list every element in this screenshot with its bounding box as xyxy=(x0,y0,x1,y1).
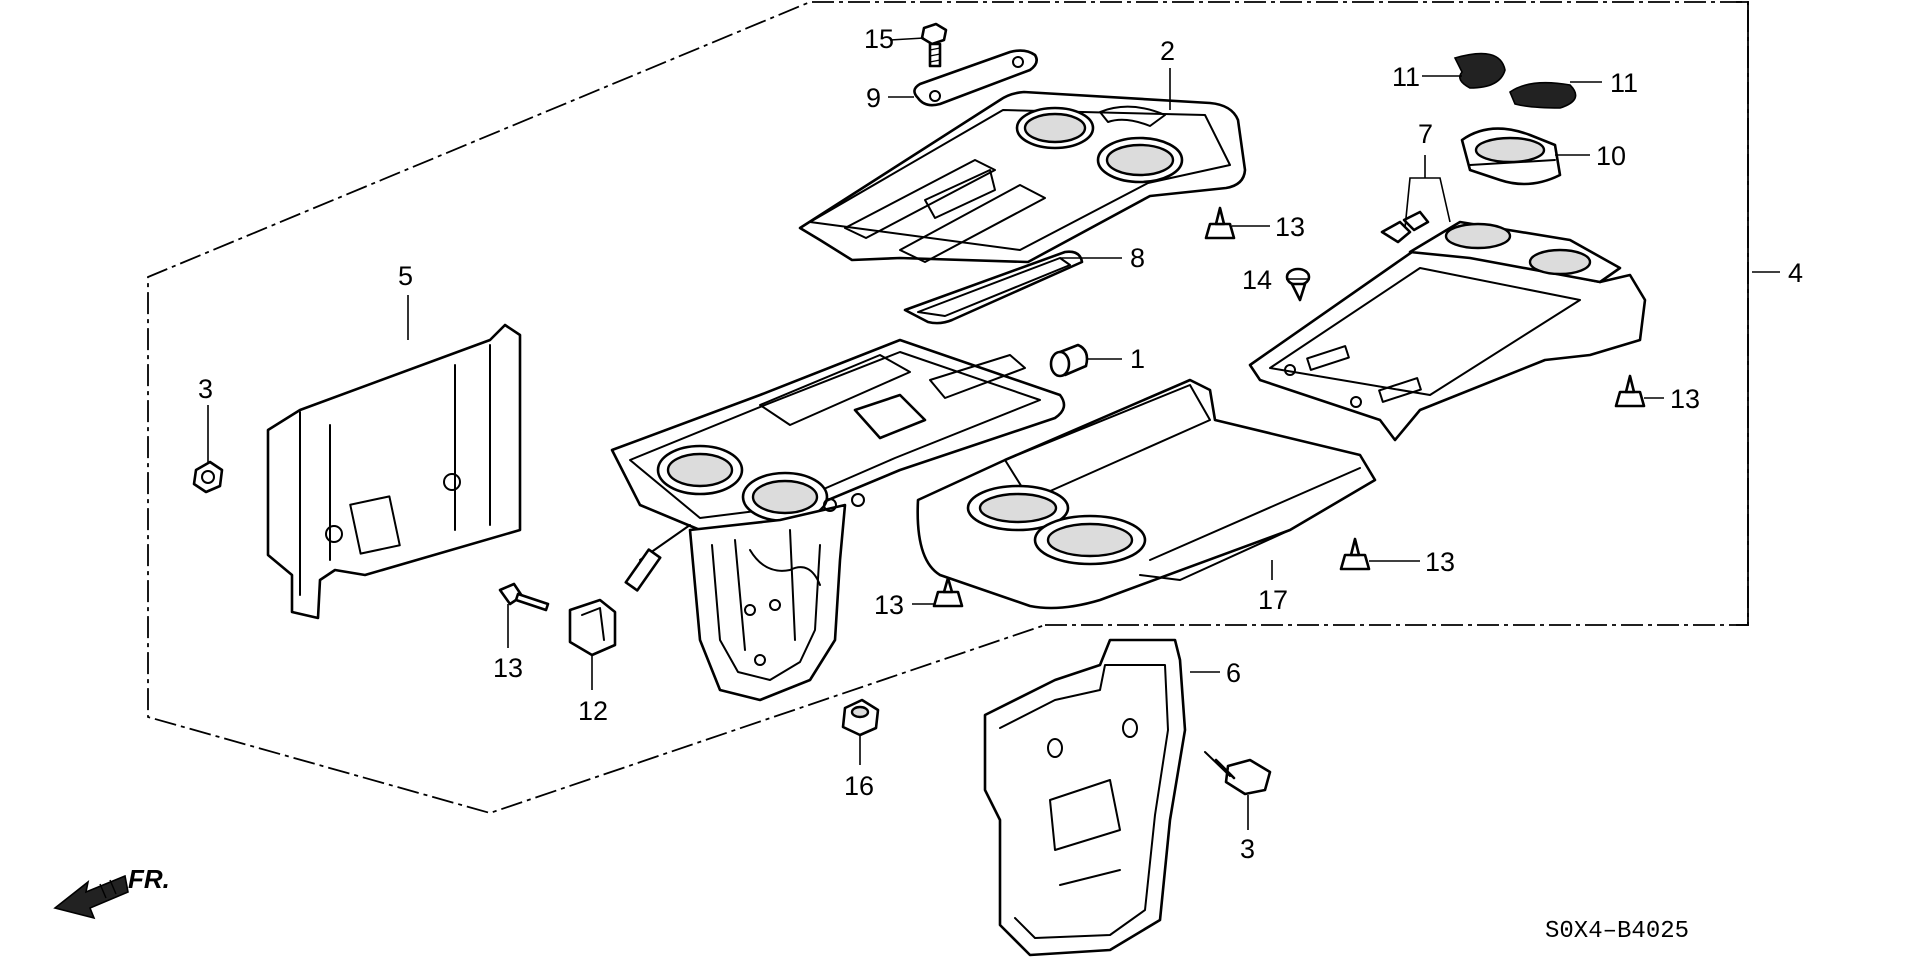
part-3-clip-right[interactable] xyxy=(1204,751,1272,796)
callout-13-left: 13 xyxy=(493,653,523,683)
part-5-left-cover[interactable] xyxy=(266,323,522,620)
callout-7: 7 xyxy=(1418,119,1433,149)
part-9-clip-plate[interactable] xyxy=(913,49,1038,107)
callout-12: 12 xyxy=(578,696,608,726)
part-4-armrest-tray[interactable] xyxy=(1248,220,1647,442)
part-10-cupholder-insert[interactable] xyxy=(1460,127,1562,186)
part-16-nut[interactable] xyxy=(841,698,880,737)
callout-13-top: 13 xyxy=(1275,212,1305,242)
part-1-grommet[interactable] xyxy=(1049,343,1089,378)
part-17-lower-tray[interactable] xyxy=(916,378,1377,610)
front-direction-indicator: FR. xyxy=(53,864,170,920)
callout-6: 6 xyxy=(1226,658,1241,688)
callout-3-left: 3 xyxy=(198,374,213,404)
part-2-upper-plate[interactable] xyxy=(798,90,1247,264)
part-13-clip-right[interactable] xyxy=(1614,374,1646,408)
callout-15: 15 xyxy=(864,24,894,54)
part-13-clip-lower-right[interactable] xyxy=(1339,537,1371,571)
part-13-clip-top[interactable] xyxy=(1204,206,1236,240)
callout-11-left: 11 xyxy=(1392,62,1420,92)
part-3-clip-left[interactable] xyxy=(192,460,224,494)
callout-3-right: 3 xyxy=(1240,834,1255,864)
part-13-screw-left[interactable] xyxy=(498,582,550,612)
leader-lines xyxy=(207,37,1780,830)
callout-10: 10 xyxy=(1596,141,1626,171)
assembly-outline xyxy=(147,1,1410,814)
callout-4: 4 xyxy=(1788,258,1803,288)
diagram-code: S0X4–B4025 xyxy=(1545,918,1689,945)
part-12-latch[interactable] xyxy=(568,598,617,657)
part-11-pad-right[interactable] xyxy=(1509,81,1577,109)
group-4-bracket xyxy=(1736,1,1749,626)
callout-2: 2 xyxy=(1160,36,1175,66)
part-7-clips[interactable] xyxy=(1380,210,1430,244)
callout-9: 9 xyxy=(866,83,881,113)
part-13-clip-center[interactable] xyxy=(932,576,964,608)
callout-labels: 15 2 9 8 1 5 3 13 12 13 13 14 13 13 17 1… xyxy=(198,24,1803,864)
callout-5: 5 xyxy=(398,261,413,291)
callout-11-right: 11 xyxy=(1610,68,1638,98)
callout-16: 16 xyxy=(844,771,874,801)
part-6-rear-cover[interactable] xyxy=(983,638,1187,957)
callout-13-center: 13 xyxy=(874,590,904,620)
callout-13-lower-right: 13 xyxy=(1425,547,1455,577)
part-14-screw[interactable] xyxy=(1285,267,1311,302)
callout-14: 14 xyxy=(1242,265,1272,295)
callout-1: 1 xyxy=(1130,344,1145,374)
callout-13-right: 13 xyxy=(1670,384,1700,414)
callout-8: 8 xyxy=(1130,243,1145,273)
center-frame-assembly[interactable] xyxy=(610,338,1066,702)
front-label: FR. xyxy=(128,864,170,894)
part-8-seal-strip[interactable] xyxy=(903,250,1084,325)
front-arrow-icon xyxy=(53,874,129,920)
callout-17: 17 xyxy=(1258,585,1288,615)
part-11-pad-left[interactable] xyxy=(1453,52,1506,89)
part-15-bolt[interactable] xyxy=(920,22,948,68)
